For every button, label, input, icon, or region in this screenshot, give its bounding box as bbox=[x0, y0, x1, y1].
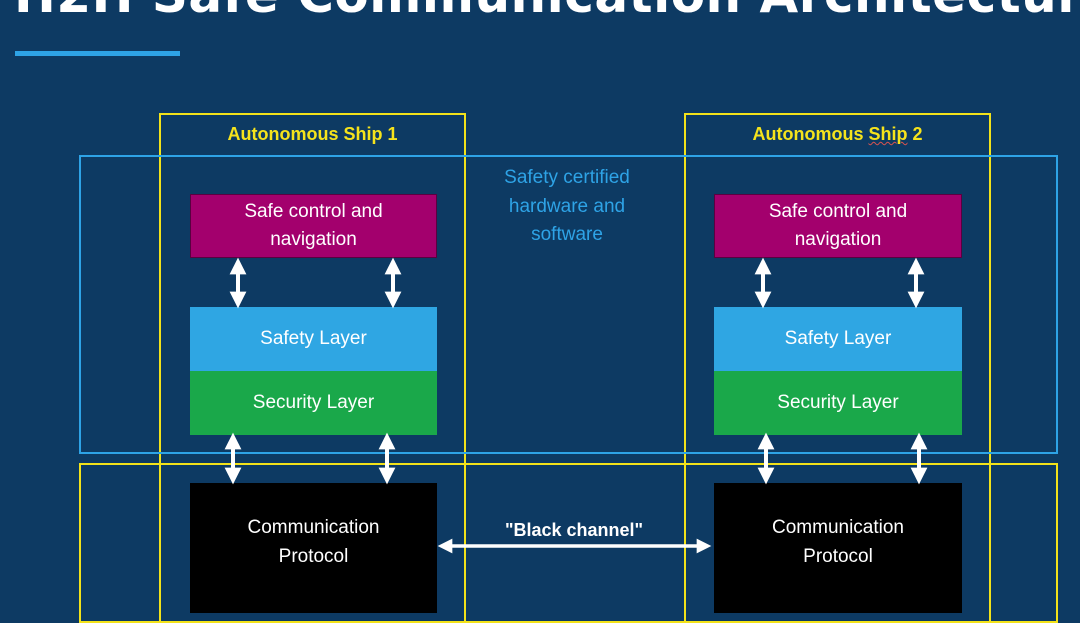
ship-2-control-label: Safe control and navigation bbox=[768, 200, 908, 251]
ship-2-label: Autonomous Ship 2 bbox=[685, 124, 990, 145]
ship-1-security-layer: Security Layer bbox=[190, 371, 437, 435]
ship-2-label-part1: Autonomous bbox=[752, 124, 869, 144]
ship-2-communication-protocol: Communication Protocol bbox=[714, 483, 962, 613]
safety-certified-label: Safety certified hardware and software bbox=[504, 167, 630, 245]
ship-2-comm-label: Communication Protocol bbox=[772, 517, 904, 567]
ship-1-control-block: Safe control and navigation bbox=[190, 194, 437, 258]
ship-2-security-label: Security Layer bbox=[777, 391, 899, 413]
ship-2-safety-label: Safety Layer bbox=[784, 327, 892, 349]
title-underline bbox=[15, 51, 180, 56]
ship-1-comm-label: Communication Protocol bbox=[247, 517, 380, 567]
ship-1-label: Autonomous Ship 1 bbox=[227, 124, 398, 144]
ship-1-communication-protocol: Communication Protocol bbox=[190, 483, 437, 613]
ship-2-label-part3: 2 bbox=[907, 124, 923, 144]
ship-1-safety-label: Safety Layer bbox=[260, 327, 367, 349]
slide-title: H2H Safe Communication Architecture bbox=[14, 0, 1080, 24]
ship-2-safety-layer: Safety Layer bbox=[714, 307, 962, 371]
arrows-layer bbox=[224, 257, 928, 554]
safety-certified-frame bbox=[79, 155, 1058, 454]
ship-1-control-label: Safe control and navigation bbox=[244, 200, 383, 251]
ship-1-security-label: Security Layer bbox=[252, 391, 375, 413]
ship-2-security-layer: Security Layer bbox=[714, 371, 962, 435]
ship-2-control-block: Safe control and navigation bbox=[714, 194, 962, 258]
ship-2-label-part2: Ship bbox=[868, 124, 908, 144]
ship-1-safety-layer: Safety Layer bbox=[190, 307, 437, 371]
black-channel-label: "Black channel" bbox=[504, 520, 644, 540]
